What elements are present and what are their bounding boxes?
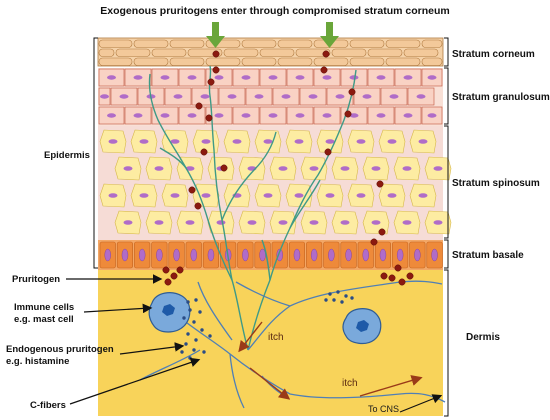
to-cns-label: To CNS [368, 404, 399, 414]
stratum-spinosum-cells [99, 129, 452, 235]
stratum-granulosum-cells [98, 68, 443, 125]
right-brackets [444, 37, 449, 417]
itch-arrow-descend [249, 367, 291, 400]
label-immune-cells: Immune cells [14, 302, 74, 313]
diagram-title: Exogenous pruritogens enter through comp… [100, 5, 449, 17]
label-endogenous-example: e.g. histamine [6, 356, 69, 367]
pointer-arrows [66, 274, 201, 405]
pruritogen-dot-icon [162, 50, 414, 286]
label-pruritogen: Pruritogen [12, 274, 60, 285]
histamine-dot-icon [180, 290, 354, 360]
down-arrow-icon [206, 22, 225, 48]
label-dermis: Dermis [466, 332, 500, 343]
itch-arrow-1 [238, 321, 263, 353]
epidermal-nerve-fibers [148, 65, 357, 351]
label-stratum-granulosum: Stratum granulosum [452, 92, 550, 103]
epidermis-bracket [93, 37, 98, 269]
label-epidermis: Epidermis [44, 150, 90, 161]
label-stratum-basale: Stratum basale [452, 250, 524, 261]
down-arrow-icon [320, 22, 339, 48]
label-stratum-spinosum: Stratum spinosum [452, 178, 540, 189]
label-immune-cells-example: e.g. mast cell [14, 314, 74, 325]
itch-label-1: itch [268, 332, 284, 343]
itch-arrow-2 [359, 375, 423, 397]
mast-cell-icon [148, 292, 191, 333]
dermis-band [98, 270, 443, 416]
mast-cell-icon [342, 308, 382, 345]
label-endogenous-pruritogen: Endogenous pruritogen [6, 344, 114, 355]
label-stratum-corneum: Stratum corneum [452, 49, 535, 60]
label-c-fibers: C-fibers [30, 400, 66, 411]
stratum-basale-cells [99, 241, 443, 269]
itch-label-2: itch [342, 378, 358, 389]
to-cns-arrow [399, 394, 443, 413]
